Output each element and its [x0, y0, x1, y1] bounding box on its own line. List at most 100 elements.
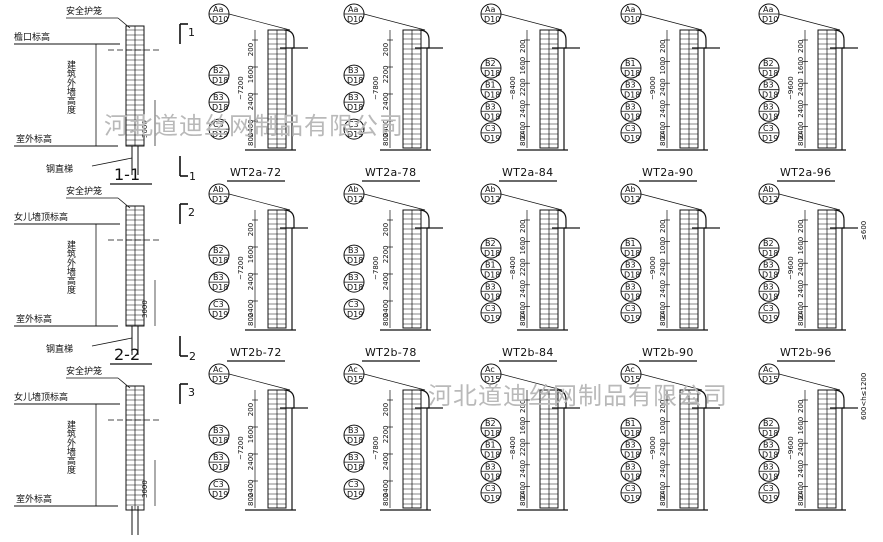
segment-dim: 2400 [797, 122, 805, 140]
segment-code: B2 [485, 239, 496, 248]
section-number: 2 [189, 350, 196, 363]
parapet-height-note: ≤600 [860, 221, 868, 240]
segment-sub-code: D18 [624, 451, 640, 460]
segment-dim: 2400 [382, 479, 390, 497]
segment-sub-code: D18 [212, 436, 228, 445]
segment-sub-code: D18 [484, 271, 500, 280]
segment-sub-code: D18 [347, 256, 363, 265]
parapet-height-note: 600<h≤1200 [860, 373, 868, 420]
segment-dim: 2400 [247, 299, 255, 317]
marker-leader [640, 373, 703, 391]
segment-sub-code: D19 [347, 490, 363, 499]
cage-top-hook [830, 209, 845, 229]
ground-level-label: 室外标高 [16, 493, 52, 505]
total-height: ~7800 [372, 256, 380, 280]
marker-leader [778, 13, 841, 31]
segment-dim: 2400 [659, 258, 667, 276]
segment-code: Aa [348, 5, 358, 14]
segment-code: C3 [485, 484, 496, 493]
total-height: ~8400 [509, 436, 517, 460]
watermark-text: 河北道迪丝网制品有限公司 [428, 382, 728, 410]
segment-sub-code: D19 [212, 490, 228, 499]
base-dim: 800 [247, 493, 255, 506]
segment-code: B3 [485, 282, 496, 291]
segment-code: B2 [485, 59, 496, 68]
segment-sub-code: D18 [762, 91, 778, 100]
segment-code: B1 [485, 441, 496, 450]
ground-level-label: 室外标高 [16, 133, 52, 145]
segment-code: C3 [348, 480, 359, 489]
segment-code: B1 [625, 239, 636, 248]
segment-code: C3 [213, 120, 224, 129]
base-dim: 800 [659, 133, 667, 146]
marker-leader [228, 373, 291, 391]
segment-sub-code: D10 [347, 15, 363, 24]
segment-dim: 1600 [247, 65, 255, 83]
wall-height-label: 建筑外墙高度 [65, 59, 76, 115]
segment-sub-code: D10 [484, 15, 500, 24]
model-label: WT2a-72 [230, 166, 281, 179]
segment-sub-code: D10 [624, 15, 640, 24]
base-dim: 800 [659, 313, 667, 326]
segment-code: Ac [213, 365, 223, 374]
total-height: ~7800 [372, 436, 380, 460]
roof-level-label: 檐口标高 [14, 31, 50, 43]
segment-sub-code: D18 [347, 436, 363, 445]
segment-dim: 2400 [247, 452, 255, 470]
cage-label: 安全护笼 [66, 5, 102, 17]
model-label: WT2a-96 [780, 166, 831, 179]
segment-dim: 200 [247, 43, 255, 56]
segment-dim: 200 [797, 220, 805, 233]
segment-code: B3 [485, 462, 496, 471]
segment-sub-code: D18 [484, 91, 500, 100]
cage-label: 安全护笼 [66, 185, 102, 197]
segment-code: B1 [625, 419, 636, 428]
segment-sub-code: D18 [484, 249, 500, 258]
total-height: ~9000 [649, 256, 657, 280]
total-height: ~7200 [237, 256, 245, 280]
segment-dim: 2400 [797, 258, 805, 276]
cage-top-hook [280, 29, 295, 49]
segment-sub-code: D18 [484, 451, 500, 460]
segment-code: Aa [485, 5, 495, 14]
segment-code: B2 [763, 419, 774, 428]
segment-sub-code: D19 [484, 314, 500, 323]
total-height: ~9000 [649, 436, 657, 460]
cage-top-hook [415, 389, 430, 409]
segment-dim: 2400 [797, 78, 805, 96]
segment-sub-code: D19 [762, 494, 778, 503]
segment-code: B3 [763, 462, 774, 471]
segment-dim: 200 [659, 220, 667, 233]
segment-sub-code: D18 [212, 256, 228, 265]
segment-sub-code: D19 [484, 494, 500, 503]
segment-dim: 1000 [659, 237, 667, 255]
segment-code: B3 [625, 81, 636, 90]
base-dim: 800 [797, 493, 805, 506]
model-label: WT2a-84 [502, 166, 553, 179]
segment-dim: 2400 [659, 438, 667, 456]
segment-sub-code: D12 [212, 195, 228, 204]
section-number: 3 [188, 386, 195, 399]
segment-dim: 2400 [797, 438, 805, 456]
segment-sub-code: D18 [762, 249, 778, 258]
segment-code: B1 [625, 59, 636, 68]
steel-ladder-label: 钢直梯 [46, 343, 73, 355]
segment-code: B3 [348, 426, 359, 435]
segment-dim: 200 [382, 43, 390, 56]
segment-dim: 1600 [797, 237, 805, 255]
base-dim: 800 [382, 493, 390, 506]
base-dim: 800 [797, 133, 805, 146]
segment-sub-code: D19 [484, 134, 500, 143]
segment-dim: 2400 [247, 119, 255, 137]
segment-code: Aa [625, 5, 635, 14]
segment-dim: 200 [247, 403, 255, 416]
segment-code: B3 [348, 246, 359, 255]
segment-sub-code: D18 [624, 112, 640, 121]
cage-top-hook [280, 389, 295, 409]
segment-code: Ab [348, 185, 359, 194]
segment-code: Ab [485, 185, 496, 194]
